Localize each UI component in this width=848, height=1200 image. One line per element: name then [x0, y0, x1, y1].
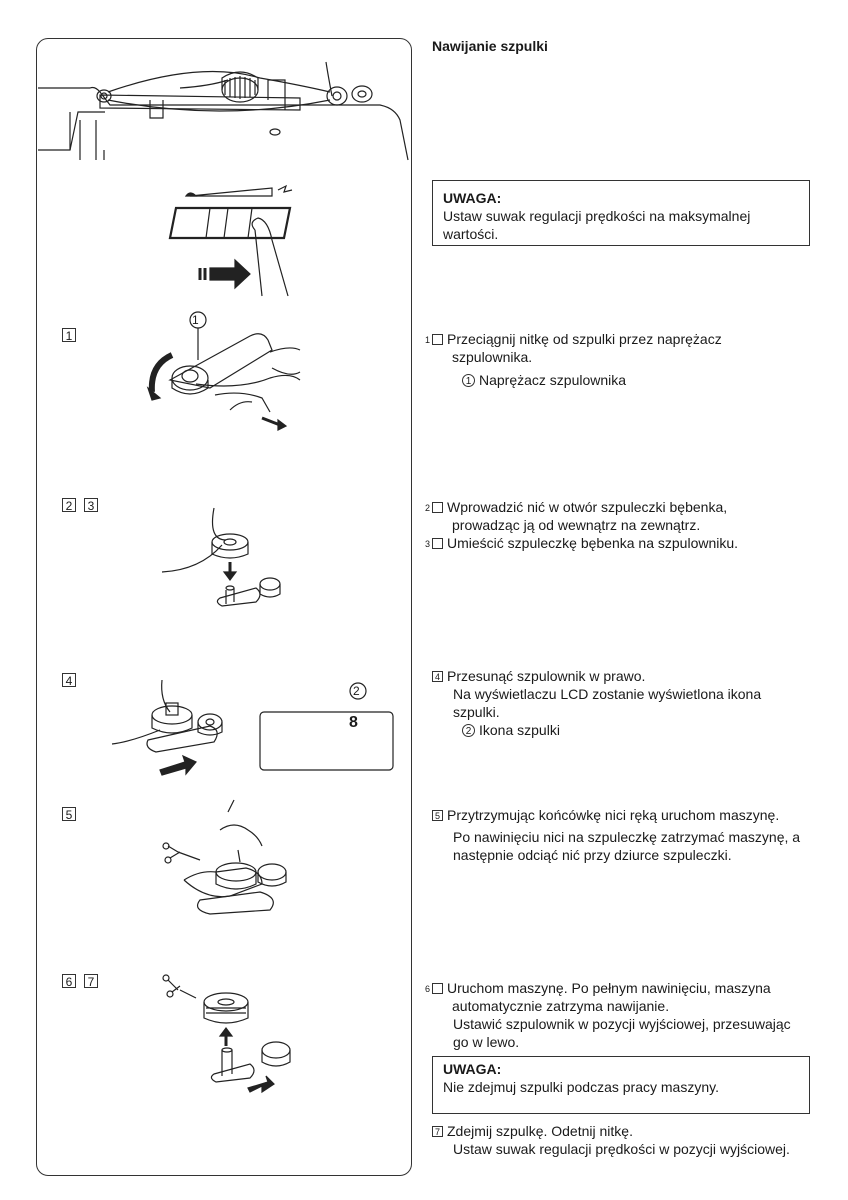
step-label-1: 1 — [62, 328, 84, 343]
tensioner-illustration — [148, 312, 300, 430]
hold-thread-illustration — [163, 800, 286, 914]
bobbin-placement-illustration — [162, 508, 280, 606]
machine-top-illustration — [38, 62, 408, 160]
winder-right-illustration — [112, 680, 222, 775]
note-heading: UWAGA: — [443, 189, 799, 207]
note-text: Ustaw suwak regulacji prędkości na maksy… — [443, 208, 750, 242]
speed-slider-illustration — [170, 186, 292, 296]
remove-bobbin-illustration — [163, 975, 290, 1092]
note2-text: Nie zdejmuj szpulki podczas pracy maszyn… — [443, 1079, 719, 1095]
note-do-not-remove: UWAGA: Nie zdejmuj szpulki podczas pracy… — [432, 1056, 810, 1114]
callout-2: 2 — [353, 684, 360, 698]
page-title: Nawijanie szpulki — [432, 38, 548, 54]
step-label-4: 4 — [62, 673, 84, 688]
note2-heading: UWAGA: — [443, 1060, 799, 1078]
step-label-5: 5 — [62, 807, 84, 822]
lcd-bobbin-icon: 8 — [349, 716, 358, 730]
lcd-display — [260, 712, 393, 770]
callout-1: 1 — [192, 313, 199, 327]
note-max-speed: UWAGA: Ustaw suwak regulacji prędkości n… — [432, 180, 810, 246]
